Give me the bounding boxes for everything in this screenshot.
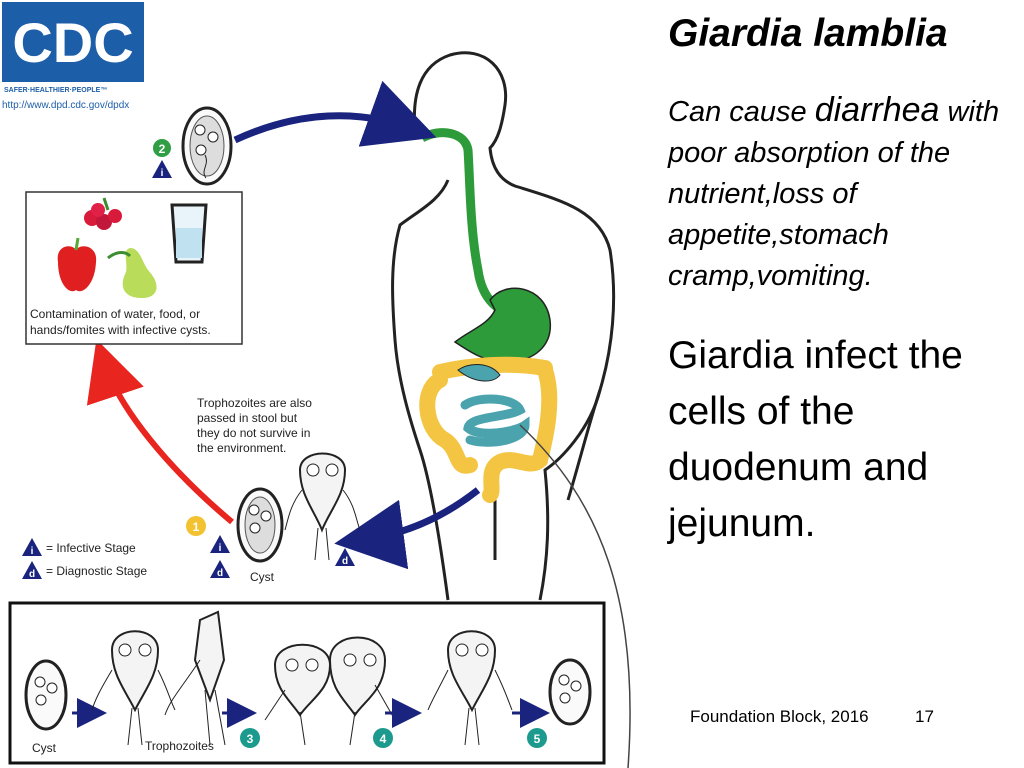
step-2-label: 2 — [159, 142, 166, 156]
pear-icon — [122, 248, 157, 298]
legend-diagnostic-text: = Diagnostic Stage — [46, 564, 147, 578]
human-body-outline — [391, 51, 616, 601]
svg-text:d: d — [217, 568, 223, 579]
intro-keyword: diarrhea — [814, 91, 940, 129]
svg-text:1: 1 — [193, 520, 200, 534]
stomach — [453, 287, 551, 363]
bottom-cyst-label: Cyst — [32, 741, 57, 755]
step-3-badge — [240, 728, 260, 748]
slide-title: Giardia lamblia — [668, 12, 948, 55]
contamination-arrow — [86, 339, 234, 525]
svg-text:3: 3 — [247, 732, 254, 746]
slide-footer: Foundation Block, 2016 — [690, 707, 869, 726]
trophozoite-diagnostic-icon — [335, 548, 355, 566]
cdc-logo-text: CDC — [12, 11, 133, 74]
infective-cyst — [181, 106, 233, 186]
intro-rest: with poor absorption of the nutrient,los… — [668, 96, 1000, 292]
cdc-tagline: SAFER·HEALTHIER·PEOPLE™ — [4, 87, 107, 94]
svg-text:they do not survive in: they do not survive in — [197, 426, 310, 440]
svg-text:d: d — [29, 569, 35, 580]
svg-text:i: i — [161, 168, 164, 179]
infective-stage-icon — [152, 160, 172, 178]
stool-trophozoite — [284, 452, 361, 561]
svg-text:the environment.: the environment. — [197, 441, 286, 455]
step-5-badge — [527, 728, 547, 748]
large-intestine — [419, 362, 558, 503]
cyst-label: Cyst — [250, 570, 275, 584]
apple-icon — [57, 246, 97, 292]
contamination-caption-2: hands/fomites with infective cysts. — [30, 323, 211, 337]
legend-infective-icon — [22, 538, 42, 556]
cdc-url[interactable]: http://www.dpd.cdc.gov/dpdx — [2, 100, 129, 111]
intro-lead: Can cause — [668, 96, 815, 128]
svg-text:d: d — [342, 556, 348, 567]
svg-text:5: 5 — [534, 732, 541, 746]
legend-infective-text: = Infective Stage — [46, 541, 136, 555]
intro-text: Can cause diarrhea with poor absorption … — [668, 90, 1024, 297]
step-2-badge — [153, 139, 171, 157]
step-1-diagnostic-icon — [210, 560, 230, 578]
digestive-tract — [419, 128, 558, 503]
stage-legend: i = Infective Stage d = Diagnostic Stage — [22, 538, 147, 580]
trophozoites-label: Trophozoites — [145, 739, 214, 753]
svg-text:4: 4 — [380, 732, 387, 746]
contamination-box: Contamination of water, food, or hands/f… — [25, 191, 243, 345]
trophozoite-note: Trophozoites are also passed in stool bu… — [197, 396, 312, 455]
contamination-caption-1: Contamination of water, food, or — [30, 307, 200, 321]
zoom-connector-line — [519, 424, 631, 768]
svg-text:i: i — [219, 543, 222, 554]
legend-diagnostic-icon — [22, 561, 42, 579]
svg-text:i: i — [31, 546, 34, 557]
small-intestine — [460, 394, 530, 447]
cdc-logo: CDC SAFER·HEALTHIER·PEOPLE™ http://www.d… — [2, 2, 144, 111]
main-statement: Giardia infect the cells of the duodenum… — [668, 334, 963, 545]
svg-text:Trophozoites are also: Trophozoites are also — [197, 396, 312, 410]
excretion-arrow — [334, 487, 481, 570]
svg-text:passed in stool but: passed in stool but — [197, 411, 298, 425]
step-4-badge — [373, 728, 393, 748]
giardia-life-cycle-diagram: CDC SAFER·HEALTHIER·PEOPLE™ http://www.d… — [2, 2, 631, 768]
ingestion-arrow — [233, 80, 437, 147]
page-number: 17 — [915, 707, 934, 726]
step-1-badge — [186, 516, 206, 536]
stool-cyst — [236, 487, 284, 563]
step-1-infective-icon — [210, 535, 230, 553]
esophagus — [419, 128, 521, 320]
excystation-stage-box: Cyst Trophozoites 3 4 5 — [8, 601, 606, 765]
